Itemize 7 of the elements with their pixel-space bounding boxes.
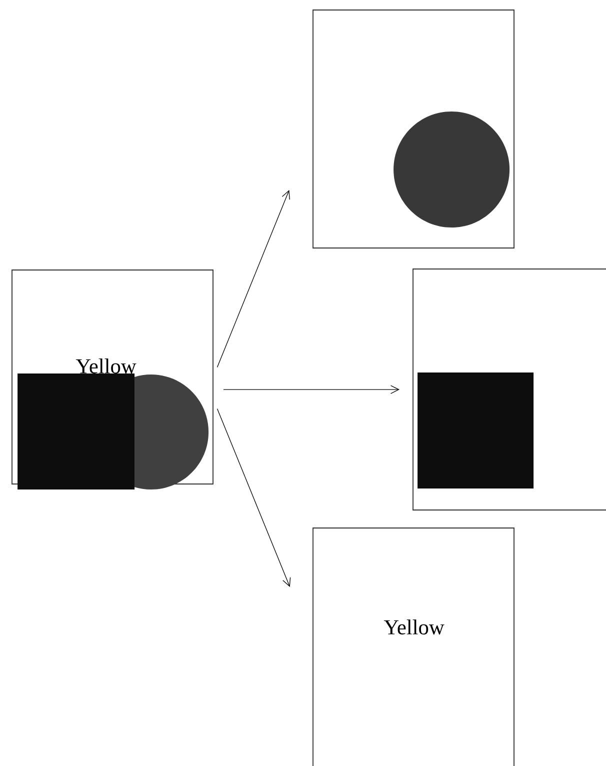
arrow bbox=[223, 385, 400, 394]
frame-box: Yellow bbox=[312, 528, 514, 766]
square-shape bbox=[418, 372, 534, 489]
circle-shape bbox=[394, 112, 510, 228]
square-shape bbox=[18, 374, 135, 490]
arrow bbox=[216, 190, 290, 368]
arrow bbox=[216, 408, 291, 587]
